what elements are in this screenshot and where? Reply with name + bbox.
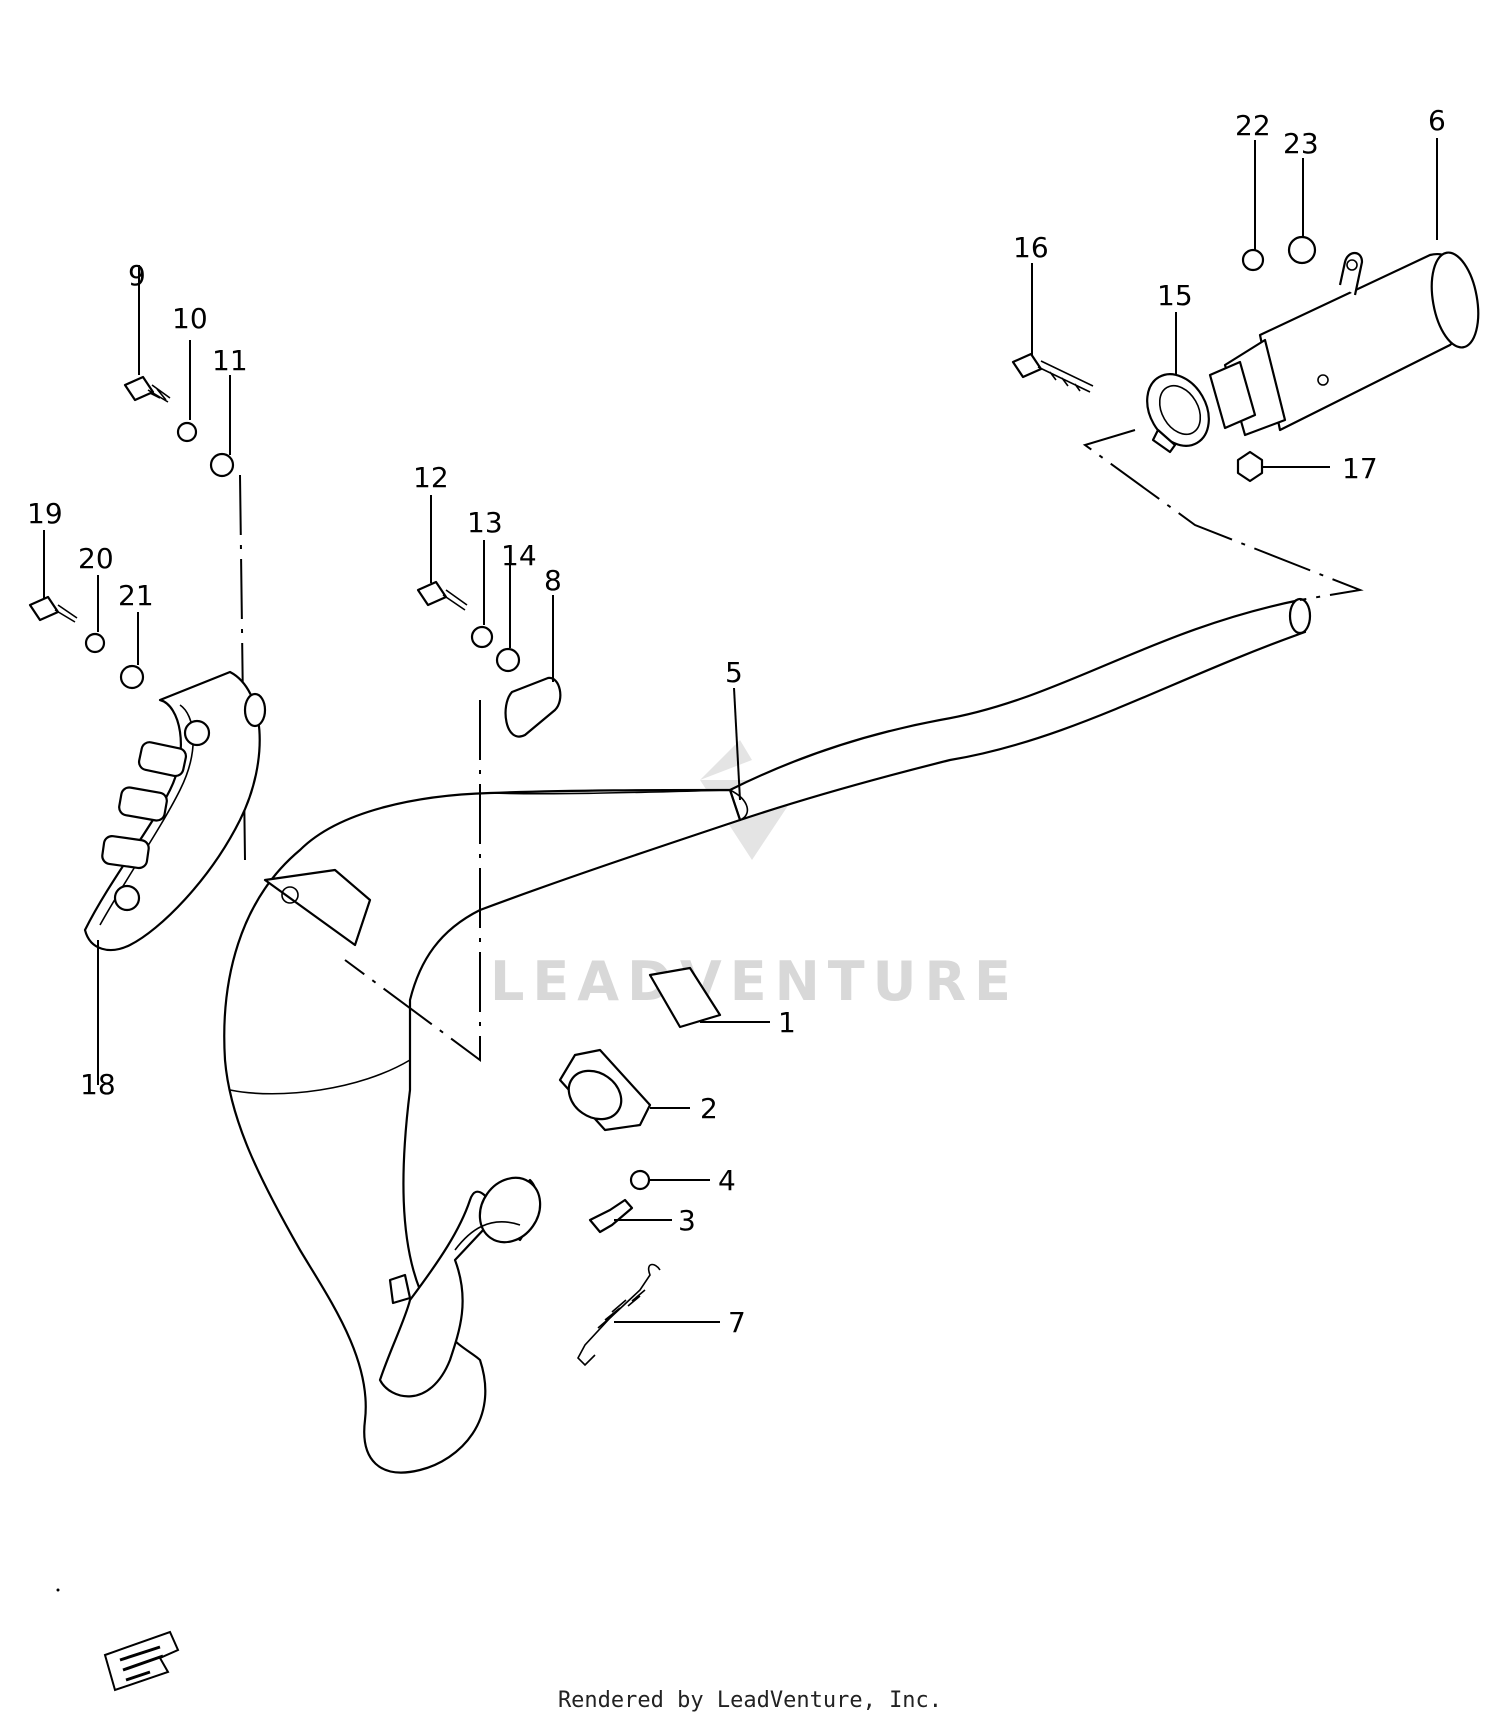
callout-17: 17 — [1342, 452, 1378, 485]
callout-6: 6 — [1428, 104, 1446, 137]
exhaust-pipe — [223, 597, 1312, 1474]
washer-14 — [495, 647, 521, 673]
flange-2 — [558, 1048, 652, 1132]
gasket-1 — [648, 966, 722, 1029]
callout-15: 15 — [1157, 279, 1193, 312]
damper-8 — [504, 676, 562, 738]
callout-10: 10 — [172, 302, 208, 335]
nut-17 — [1236, 450, 1264, 483]
callout-16: 16 — [1013, 231, 1049, 264]
washer-10 — [176, 421, 198, 443]
callout-8: 8 — [544, 564, 562, 597]
callout-12: 12 — [413, 461, 449, 494]
clamp-15 — [1146, 373, 1210, 454]
callout-14: 14 — [501, 539, 537, 572]
bolt-12 — [416, 580, 468, 611]
nut-22 — [1241, 248, 1265, 272]
callout-13: 13 — [467, 506, 503, 539]
bolt-3 — [588, 1198, 634, 1234]
bolt-16 — [1011, 352, 1094, 393]
footer-credit: Rendered by LeadVenture, Inc. — [557, 1688, 943, 1713]
callout-1: 1 — [778, 1006, 796, 1039]
silencer — [1208, 251, 1480, 437]
callout-19: 19 — [27, 497, 63, 530]
callout-11: 11 — [212, 344, 248, 377]
callout-22: 22 — [1235, 109, 1271, 142]
callout-5: 5 — [725, 656, 743, 689]
callout-4: 4 — [718, 1164, 736, 1197]
callout-labels: 1 2 3 4 5 6 7 8 9 10 11 12 13 14 15 16 1… — [27, 104, 1446, 1339]
speck — [56, 1588, 60, 1592]
washer-11 — [209, 452, 235, 478]
callout-20: 20 — [78, 542, 114, 575]
callout-9: 9 — [128, 259, 146, 292]
washer-20 — [84, 632, 106, 654]
heat-shield — [83, 670, 267, 952]
bolt-19 — [28, 595, 78, 623]
front-arrow-icon — [103, 1630, 180, 1692]
callout-18: 18 — [80, 1068, 116, 1101]
callout-3: 3 — [678, 1204, 696, 1237]
callout-23: 23 — [1283, 127, 1319, 160]
callout-7: 7 — [728, 1306, 746, 1339]
washer-21 — [119, 664, 145, 690]
nut-23 — [1287, 235, 1317, 265]
watermark-text: LEADVENTURE — [490, 950, 1019, 1013]
washer-13 — [470, 625, 494, 649]
spring-7 — [577, 1263, 661, 1367]
leader-lines — [43, 138, 1438, 1323]
callout-21: 21 — [118, 579, 154, 612]
bolt-9 — [123, 375, 171, 403]
callout-2: 2 — [700, 1092, 718, 1125]
spring-washer-4 — [629, 1169, 651, 1191]
